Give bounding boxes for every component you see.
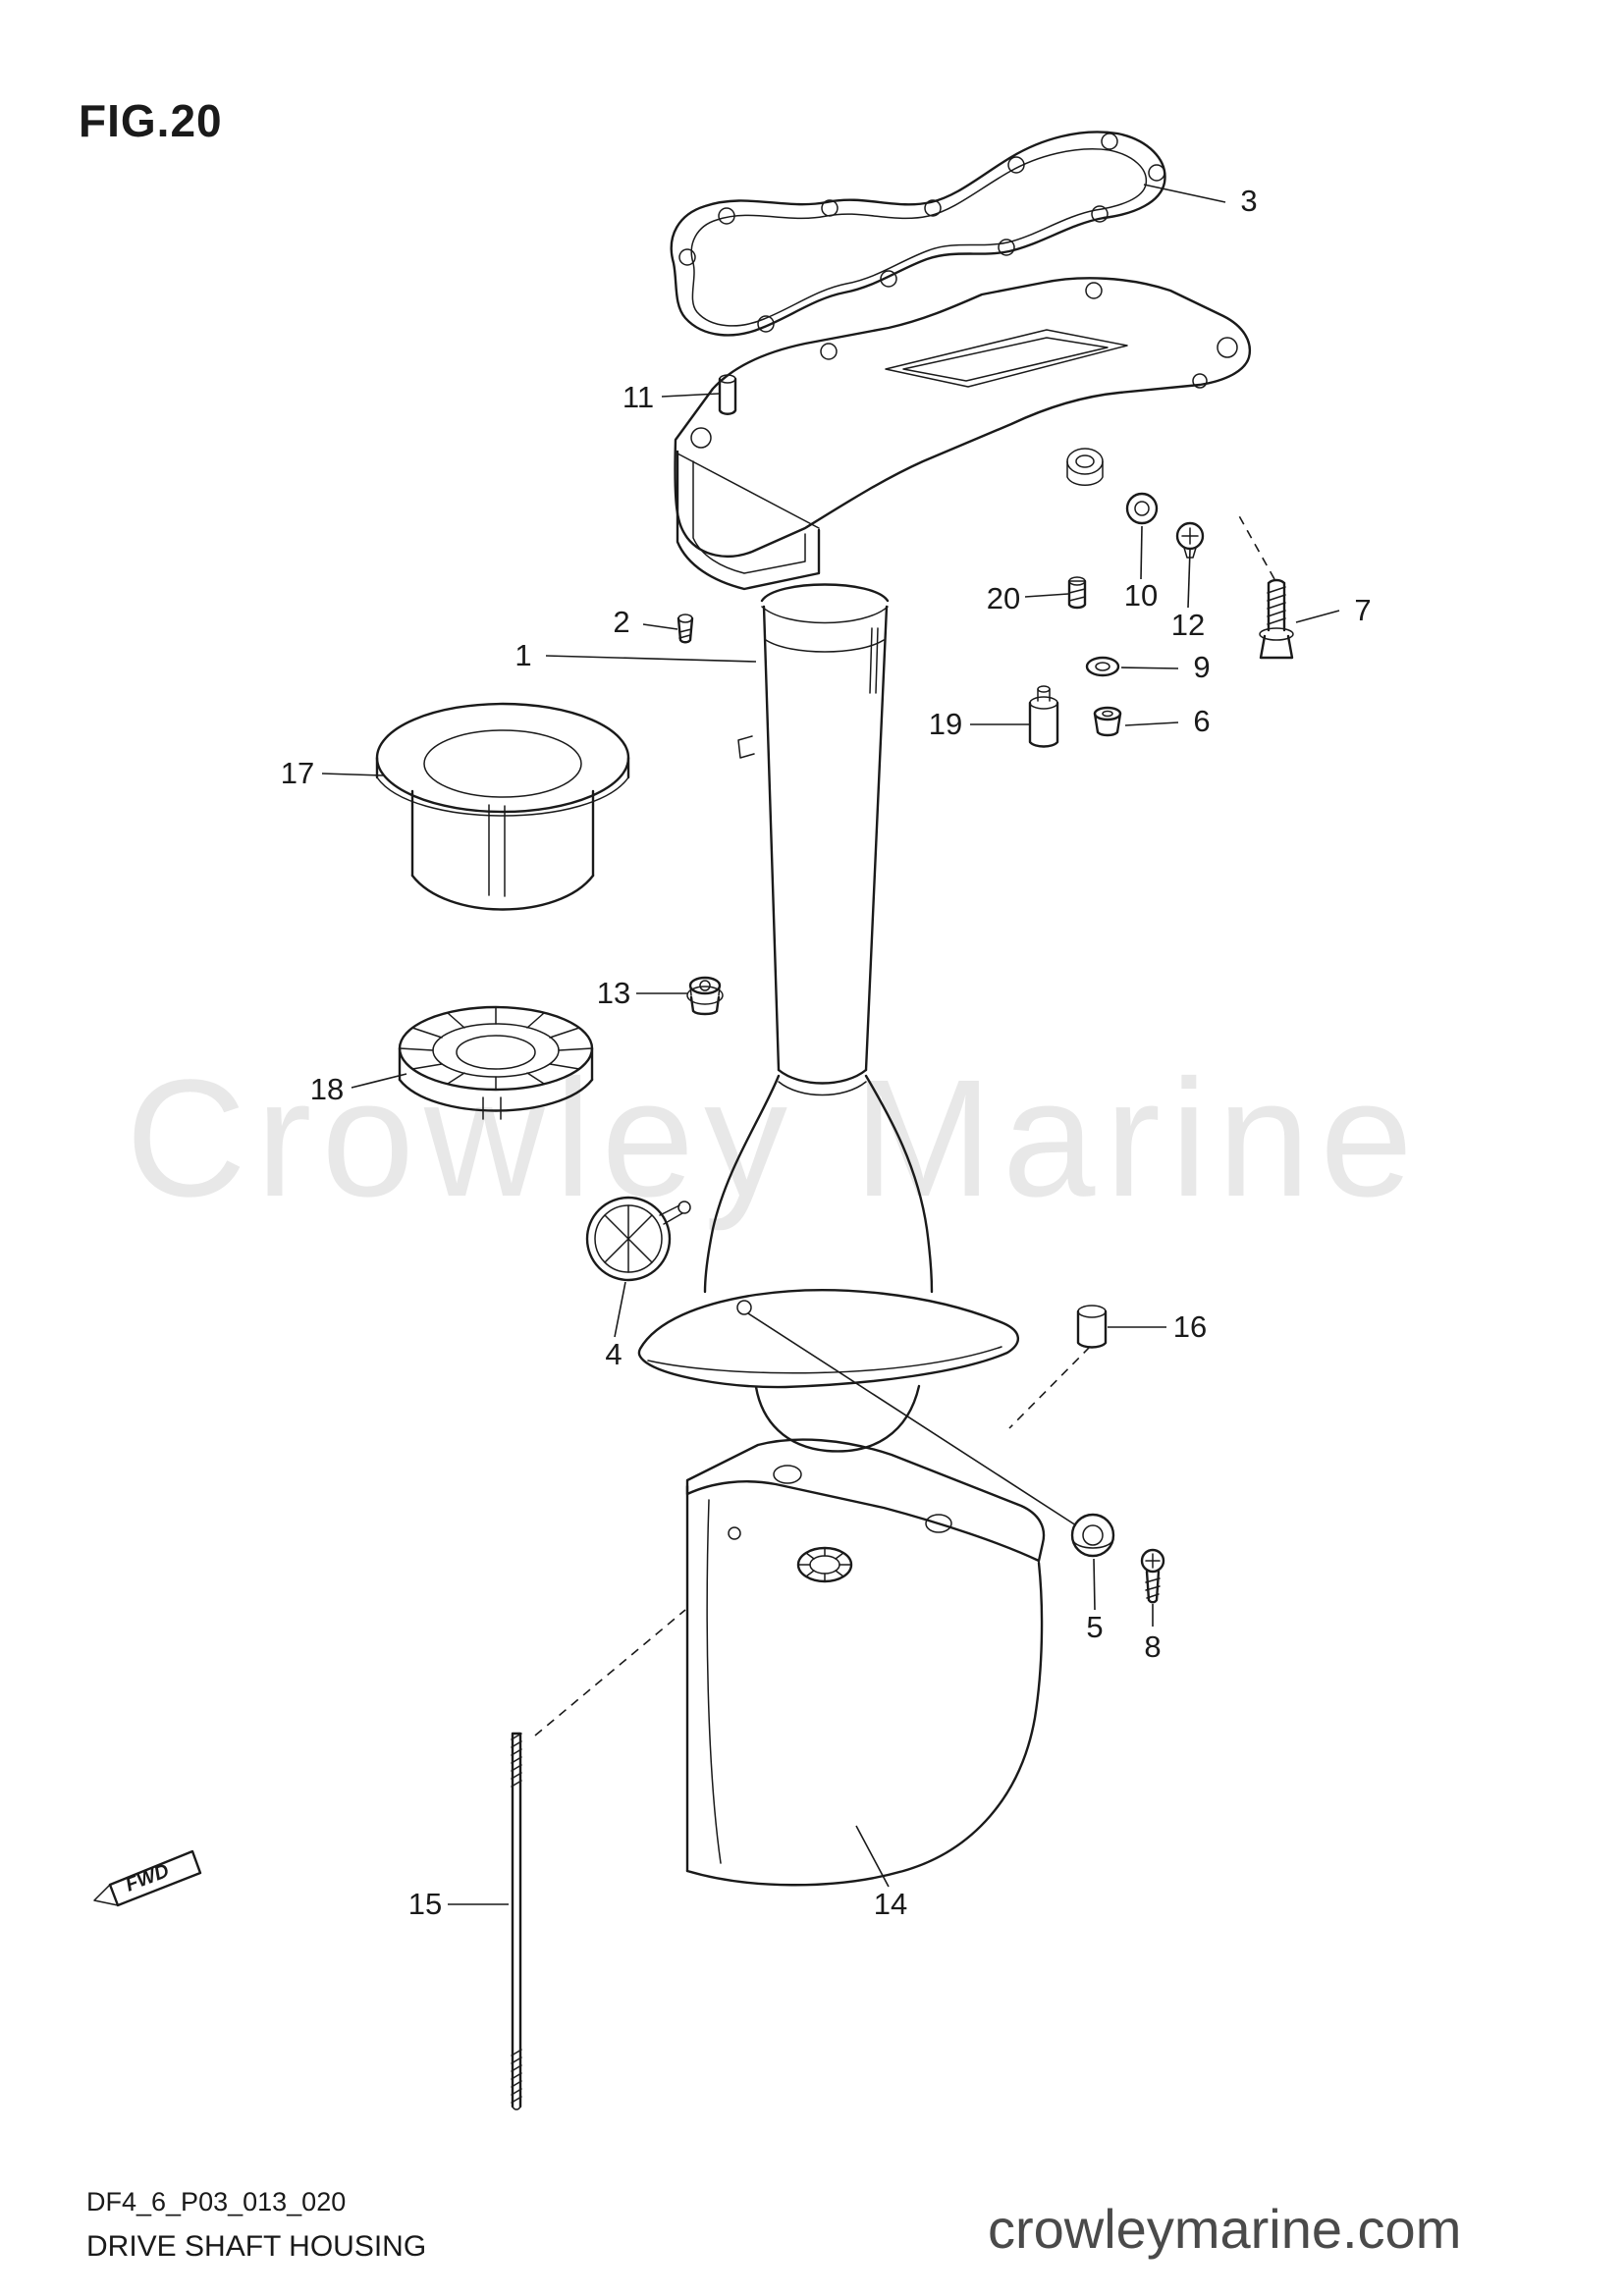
fitting-2 — [677, 614, 694, 644]
spacer-16 — [1076, 1305, 1108, 1349]
part-label-3: 3 — [1240, 184, 1258, 218]
part-label-11: 11 — [622, 380, 655, 414]
slotted-grommet — [585, 1196, 691, 1282]
bolt-7 — [1259, 578, 1294, 660]
part-label-8: 8 — [1144, 1629, 1162, 1664]
part-label-4: 4 — [605, 1337, 623, 1371]
part-label-6: 6 — [1193, 704, 1211, 738]
part-label-9: 9 — [1193, 650, 1211, 684]
part-label-14: 14 — [873, 1887, 908, 1921]
washer-9 — [1085, 656, 1120, 677]
nut-6 — [1093, 706, 1122, 737]
figure-caption: DRIVE SHAFT HOUSING — [86, 2230, 427, 2263]
part-label-12: 12 — [1170, 608, 1206, 642]
fwd-flag: FWD — [93, 1849, 202, 1907]
gasket-outline — [670, 131, 1166, 337]
lower-ribbed-bushing — [398, 1005, 594, 1120]
screw-12 — [1175, 521, 1205, 559]
part-label-13: 13 — [596, 976, 631, 1010]
part-label-16: 16 — [1172, 1309, 1208, 1344]
part-label-7: 7 — [1354, 593, 1372, 627]
part-label-2: 2 — [613, 605, 630, 639]
drawing-code: DF4_6_P03_013_020 — [86, 2187, 347, 2216]
lower-housing — [685, 1438, 1046, 1887]
screw-8 — [1140, 1548, 1165, 1604]
fwd-flag-label: FWD — [123, 1860, 172, 1896]
part-label-15: 15 — [407, 1887, 443, 1921]
set-screw-20 — [1067, 576, 1087, 610]
part-label-1: 1 — [514, 638, 532, 672]
grommet-13 — [686, 976, 724, 1016]
stud-bolt — [511, 1732, 522, 2110]
part-label-17: 17 — [280, 756, 315, 790]
figure-number: FIG.20 — [79, 95, 223, 146]
driveshaft-tube — [703, 605, 934, 1294]
upper-housing-skirt — [637, 1289, 1019, 1453]
washer-10 — [1125, 492, 1159, 525]
upper-split-bushing — [375, 702, 630, 911]
upper-housing-casting — [674, 277, 1252, 624]
part-label-10: 10 — [1123, 578, 1159, 613]
part-label-5: 5 — [1086, 1610, 1104, 1644]
part-label-19: 19 — [928, 707, 963, 741]
watermark-text: Crowley Marine — [126, 1045, 1423, 1232]
bushing-5 — [1070, 1513, 1115, 1558]
site-name: crowleymarine.com — [988, 2198, 1462, 2260]
leader-lines — [321, 184, 1340, 1905]
part-label-20: 20 — [986, 581, 1021, 615]
part-label-18: 18 — [309, 1072, 345, 1106]
pin-19 — [1028, 685, 1059, 748]
dowel-pin-11 — [718, 374, 737, 415]
